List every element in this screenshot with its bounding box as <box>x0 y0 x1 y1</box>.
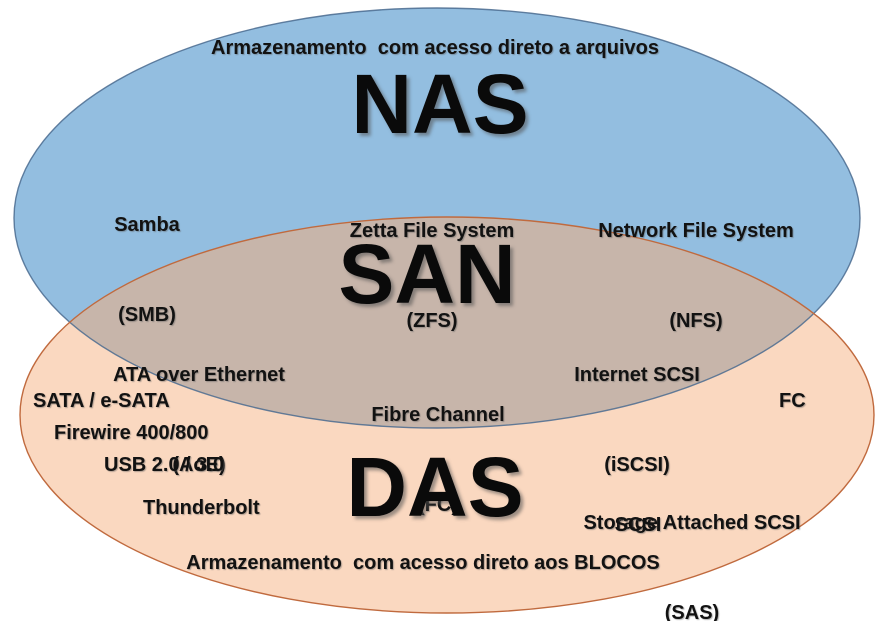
label-zfs-line2: (ZFS) <box>406 310 458 332</box>
label-aoe-line1: ATA over Ethernet <box>113 364 285 386</box>
label-samba: Samba (SMB) <box>114 150 180 390</box>
label-samba-line1: Samba <box>114 214 180 236</box>
label-fibre-channel-line1: Fibre Channel <box>371 404 505 426</box>
label-samba-line2: (SMB) <box>118 304 176 326</box>
label-usb: USB 2.0 / 3.0 <box>104 454 225 476</box>
san-intersection <box>20 217 860 428</box>
label-sas-line2: (SAS) <box>664 602 720 621</box>
label-sata: SATA / e-SATA <box>33 390 170 412</box>
label-thunderbolt: Thunderbolt <box>143 497 260 519</box>
nas-caption: Armazenamento com acesso direto a arquiv… <box>211 37 659 59</box>
label-aoe-line2: (AoE) <box>172 454 226 476</box>
label-scsi: SCSI <box>614 514 662 536</box>
label-zfs-line1: Zetta File System <box>349 220 515 242</box>
label-nfs-line2: (NFS) <box>669 310 723 332</box>
label-zfs: Zetta File System (ZFS) <box>350 156 515 396</box>
label-iscsi: Internet SCSI (iSCSI) <box>574 300 700 540</box>
label-firewire: Firewire 400/800 <box>54 422 209 444</box>
nas-title: NAS <box>351 57 529 151</box>
label-fibre-channel-line2: (FC) <box>418 494 458 516</box>
san-title: SAN <box>338 227 516 321</box>
das-outline <box>19 216 875 614</box>
label-iscsi-line1: Internet SCSI <box>574 364 700 386</box>
label-nfs-line1: Network File System <box>598 220 794 242</box>
label-iscsi-line2: (iSCSI) <box>604 454 670 476</box>
label-sas-line1: Storage Attached SCSI <box>583 512 801 534</box>
label-nfs: Network File System (NFS) <box>598 156 794 396</box>
das-title: DAS <box>346 440 524 534</box>
das-caption: Armazenamento com acesso direto aos BLOC… <box>186 552 660 574</box>
nas-outline <box>13 7 861 429</box>
label-aoe: ATA over Ethernet (AoE) <box>113 300 285 540</box>
label-fibre-channel: Fibre Channel (FC) <box>371 340 504 580</box>
label-sas: Storage Attached SCSI (SAS) <box>583 448 800 621</box>
label-fc: FC <box>779 390 806 412</box>
